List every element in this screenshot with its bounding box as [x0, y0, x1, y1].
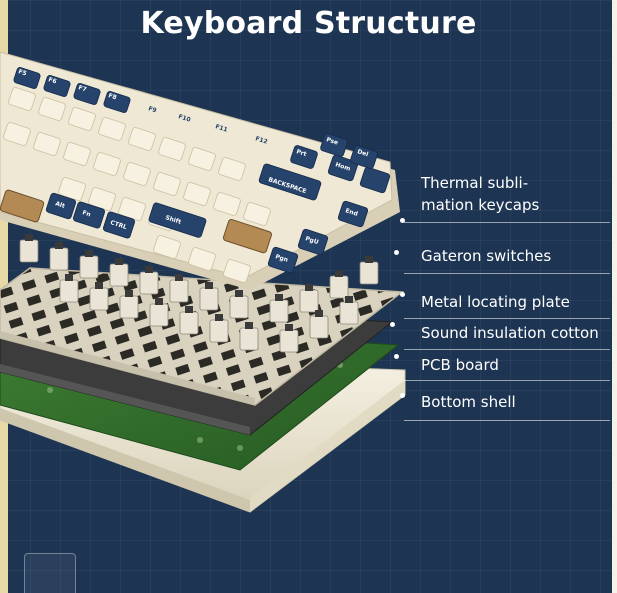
leader-dot-cotton — [390, 322, 395, 327]
leader-line-keycaps — [404, 222, 610, 223]
key-end: End — [344, 207, 358, 218]
leader-line-bottom-shell — [404, 420, 610, 421]
key-fn: Fn — [81, 209, 91, 218]
leader-line-switches — [404, 273, 610, 274]
leader-dot-switches — [394, 250, 399, 255]
right-edge-stripe — [612, 0, 617, 593]
key-f7: F7 — [77, 84, 87, 93]
label-cotton: Sound insulation cotton — [421, 324, 599, 342]
label-plate: Metal locating plate — [421, 293, 570, 311]
key-f8: F8 — [107, 92, 117, 101]
leader-line-pcb — [404, 380, 610, 381]
key-alt: Alt — [54, 200, 65, 210]
key-f6: F6 — [47, 76, 57, 85]
page-title: Keyboard Structure — [140, 6, 477, 41]
leader-dot-plate — [400, 292, 405, 297]
leader-line-cotton — [404, 349, 610, 350]
key-pgup: PgU — [304, 235, 319, 246]
key-shift: Shift — [164, 214, 182, 226]
label-pcb: PCB board — [421, 356, 499, 374]
label-switches: Gateron switches — [421, 247, 552, 265]
leader-dot-bottom-shell — [400, 393, 405, 398]
key-del: Del — [356, 148, 369, 158]
key-f12: F12 — [254, 135, 268, 146]
key-pgdn: Pgn — [274, 253, 288, 264]
decorative-corner-box — [24, 553, 76, 593]
key-f5: F5 — [17, 68, 27, 77]
leader-line-plate — [404, 318, 610, 319]
leader-dot-keycaps — [400, 218, 405, 223]
label-keycaps: Thermal subli- mation keycaps — [421, 174, 540, 214]
key-pse: Pse — [325, 136, 339, 146]
keycap-layer: F5 F6 F7 F8 F9 F10 F11 F12 Prt Pse Del B… — [0, 51, 400, 290]
key-prt: Prt — [295, 148, 307, 158]
leader-dot-pcb — [394, 354, 399, 359]
key-f10: F10 — [177, 113, 191, 124]
key-home: Hom — [334, 161, 351, 172]
key-f9: F9 — [147, 105, 157, 114]
key-ctrl: CTRL — [109, 219, 127, 231]
label-bottom-shell: Bottom shell — [421, 393, 516, 411]
switch-layer — [19, 234, 379, 353]
key-f11: F11 — [214, 123, 228, 134]
